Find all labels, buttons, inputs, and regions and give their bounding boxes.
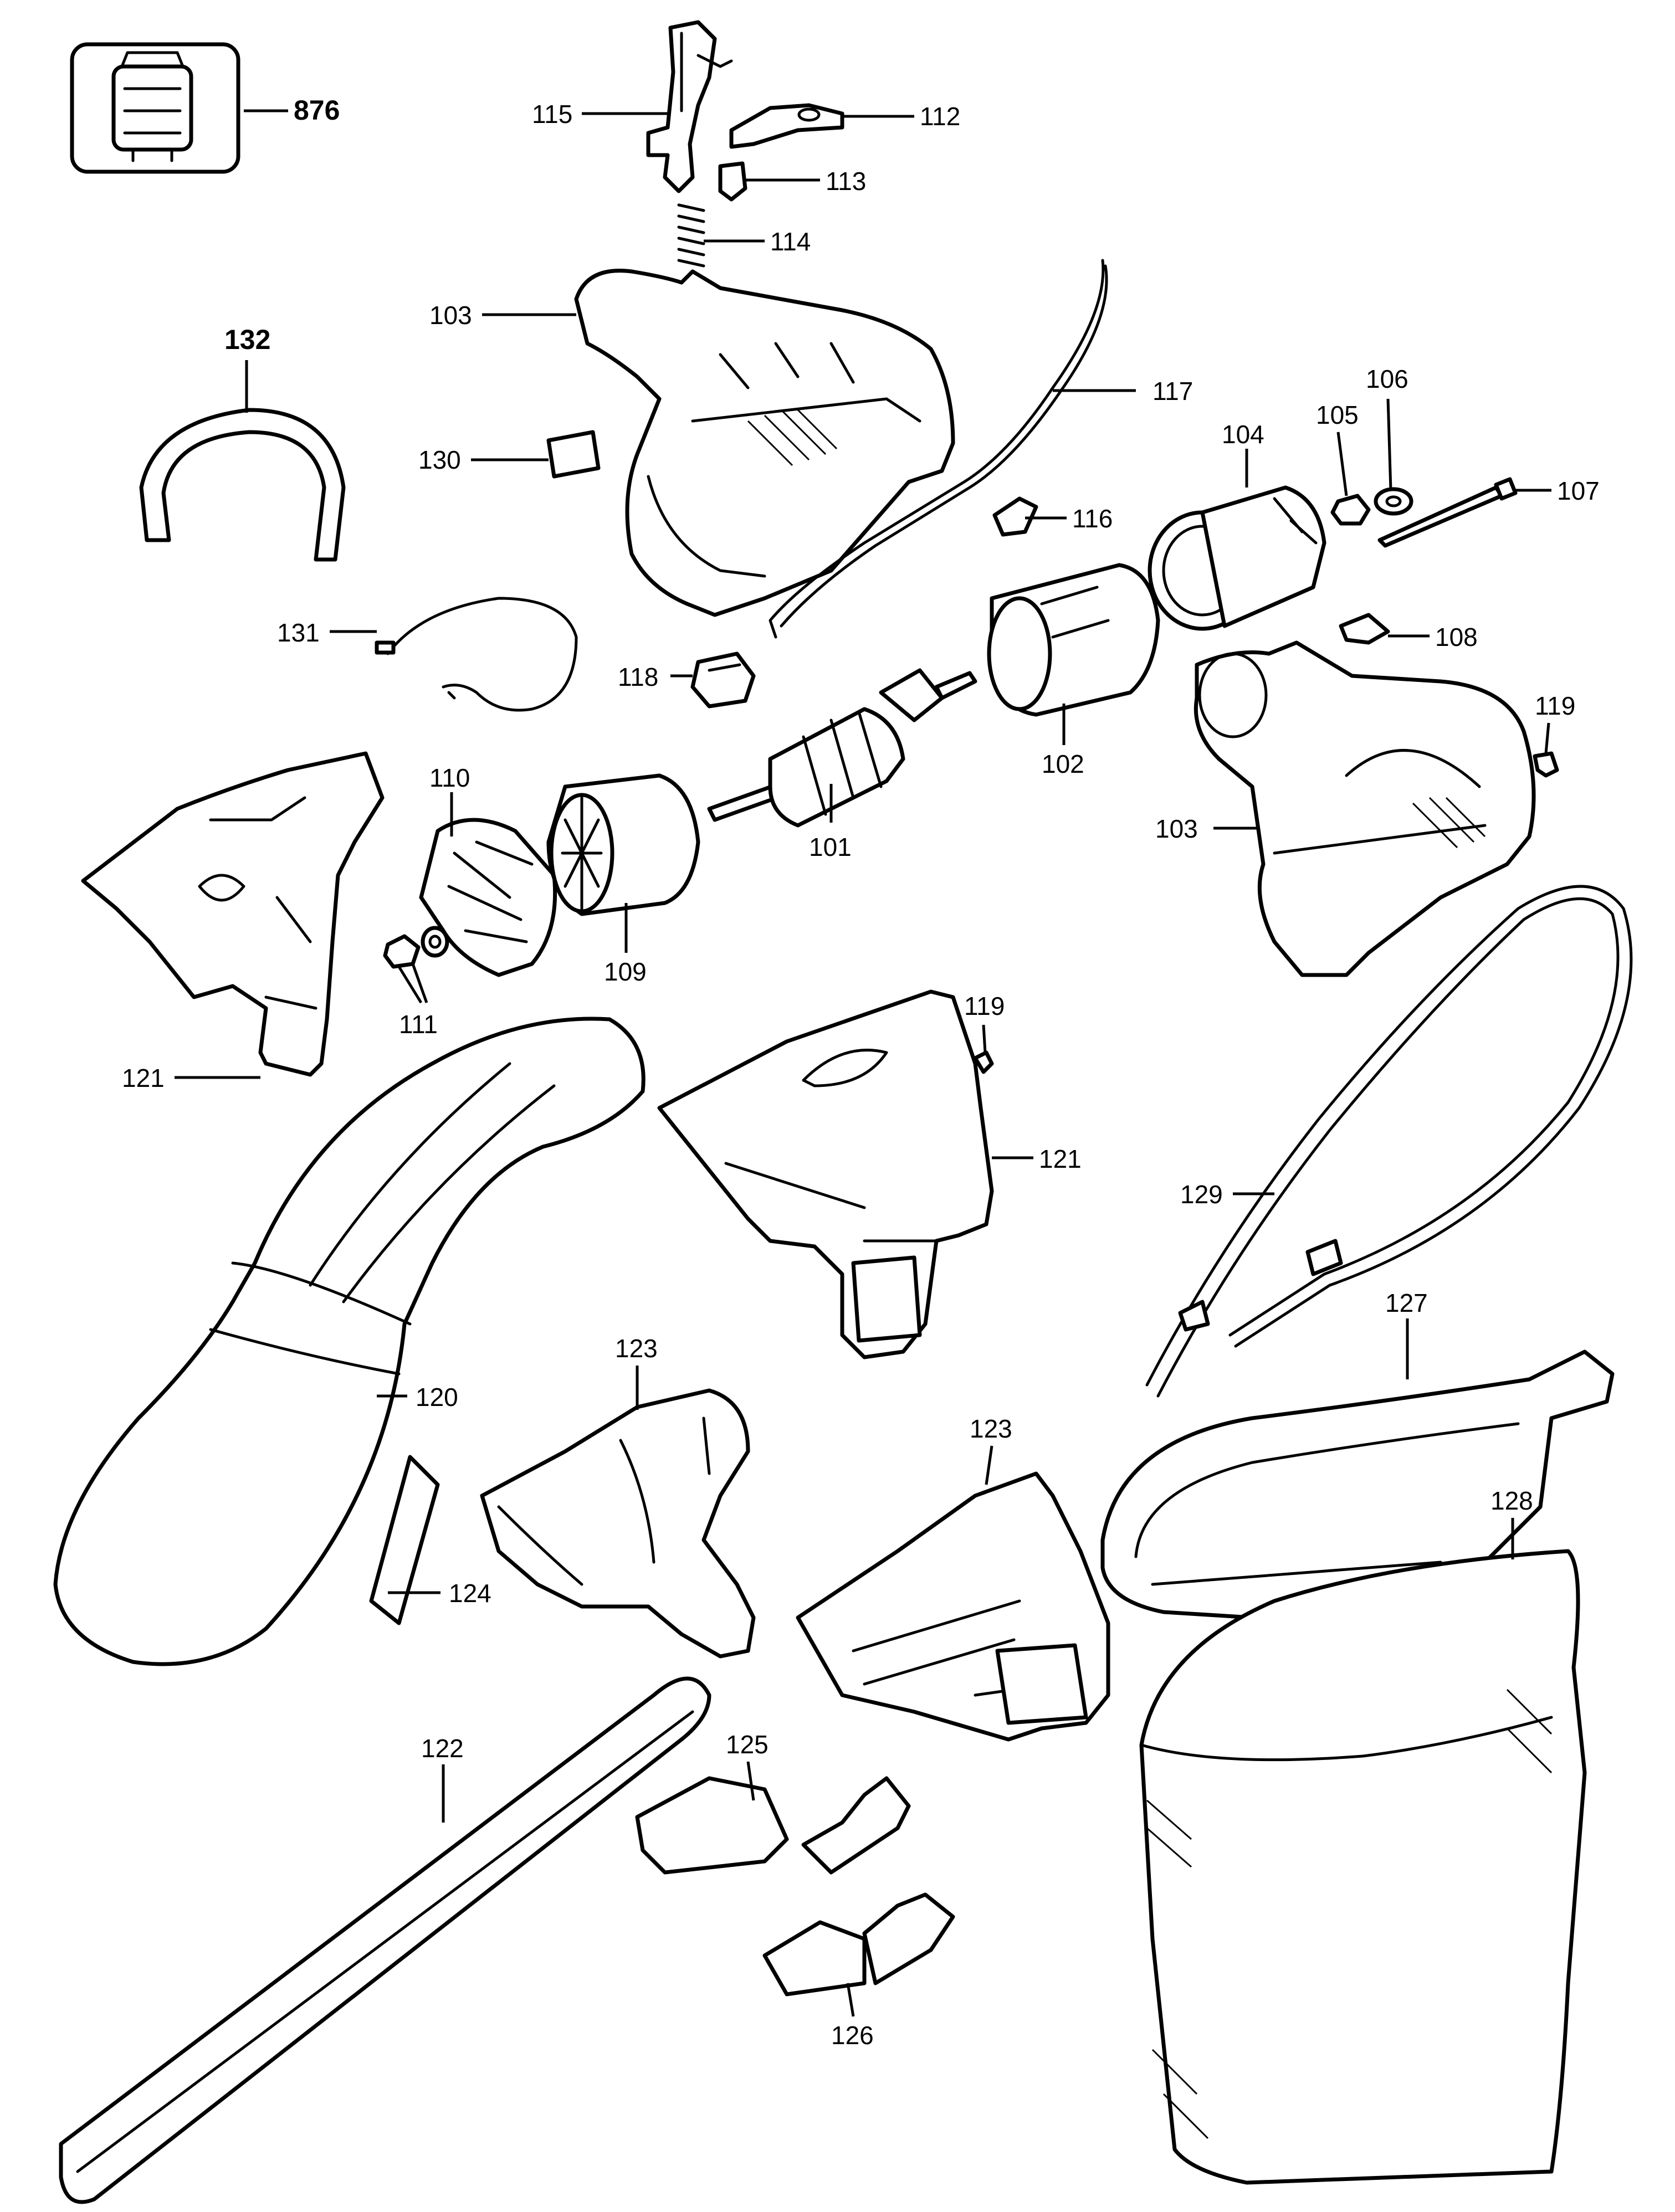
callout-120: 120 (416, 1383, 458, 1412)
callout-102: 102 (1042, 750, 1084, 778)
part-117-power-cable (769, 259, 1108, 639)
callout-123-left: 123 (615, 1334, 658, 1363)
callout-116: 116 (1072, 504, 1113, 533)
callout-110: 110 (429, 763, 470, 792)
part-120-blow-tube (53, 1017, 646, 1666)
part-121-housing-center (657, 989, 994, 1359)
callout-118: 118 (618, 663, 658, 691)
callout-125: 125 (726, 1730, 769, 1759)
part-126-clip (762, 1892, 955, 1997)
callout-128: 128 (1490, 1486, 1533, 1515)
callout-101: 101 (809, 833, 852, 861)
part-127-bag-frame (1100, 1349, 1615, 1620)
part-113-lock-button (718, 161, 747, 202)
part-876-motor-inset (70, 42, 240, 174)
part-115-switch-actuator (646, 20, 733, 193)
part-106-washer (1374, 487, 1413, 516)
part-125-clip (635, 1776, 911, 1875)
part-118-switch (690, 651, 756, 709)
part-130-label (546, 430, 601, 479)
callout-124: 124 (449, 1579, 491, 1608)
callout-119-lower: 119 (964, 992, 1005, 1020)
part-123-bracket-center (796, 1471, 1110, 1742)
callout-119-upper: 119 (1535, 691, 1575, 720)
part-119-screw-lower (973, 1050, 994, 1074)
callout-107: 107 (1557, 476, 1600, 505)
callout-121-center: 121 (1039, 1145, 1082, 1173)
part-107-long-screw (1377, 477, 1518, 548)
part-108-terminal (1339, 613, 1390, 645)
part-111-nuts (383, 926, 449, 969)
part-105-nut (1330, 494, 1371, 526)
callout-117: 117 (1152, 377, 1193, 406)
callout-126: 126 (831, 2021, 874, 2050)
callout-115: 115 (532, 100, 572, 129)
part-131-internal-wire (375, 597, 578, 712)
callout-103-lower: 103 (1155, 814, 1198, 843)
callout-131: 131 (277, 618, 320, 647)
callout-104: 104 (1222, 420, 1264, 449)
part-123-bracket-left (480, 1388, 756, 1659)
callout-113: 113 (826, 167, 866, 196)
callout-132: 132 (224, 324, 270, 355)
callout-876: 876 (294, 95, 340, 126)
callout-103-upper: 103 (429, 301, 472, 330)
callout-129: 129 (1180, 1180, 1223, 1209)
part-128-collection-bag (1139, 1549, 1587, 2185)
part-114-spring (677, 203, 705, 268)
callout-122: 122 (421, 1734, 464, 1763)
part-103-housing-lower (1193, 640, 1536, 977)
part-119-screw-upper (1533, 751, 1559, 778)
leader-lines (175, 109, 1551, 2017)
part-109-fan-housing (546, 773, 700, 916)
part-103-housing-upper (574, 269, 955, 617)
part-110-fan (419, 818, 557, 977)
callout-121-left: 121 (122, 1064, 165, 1092)
part-124-label (369, 1455, 440, 1625)
part-104-end-cap (1148, 485, 1326, 631)
part-101-armature (707, 668, 977, 828)
callout-labels: 876 115 112 113 114 103 132 130 117 104 … (122, 95, 1600, 2050)
callout-127: 127 (1385, 1289, 1428, 1317)
part-102-field-stator (987, 563, 1160, 717)
callout-114: 114 (770, 227, 811, 256)
callout-108: 108 (1435, 623, 1478, 651)
part-122-extension-tube (59, 1676, 711, 2204)
callout-106: 106 (1366, 365, 1408, 393)
part-112-trigger-lever (729, 103, 844, 149)
callout-105: 105 (1316, 401, 1359, 429)
callout-111: 111 (399, 1010, 438, 1039)
part-129-shoulder-strap (1145, 885, 1633, 1398)
callout-130: 130 (418, 445, 461, 474)
callout-123-center: 123 (970, 1414, 1012, 1443)
part-132-handle-strap (139, 408, 346, 562)
callout-112: 112 (920, 102, 960, 131)
part-121-housing-left (81, 751, 385, 1077)
callout-109: 109 (604, 957, 647, 986)
